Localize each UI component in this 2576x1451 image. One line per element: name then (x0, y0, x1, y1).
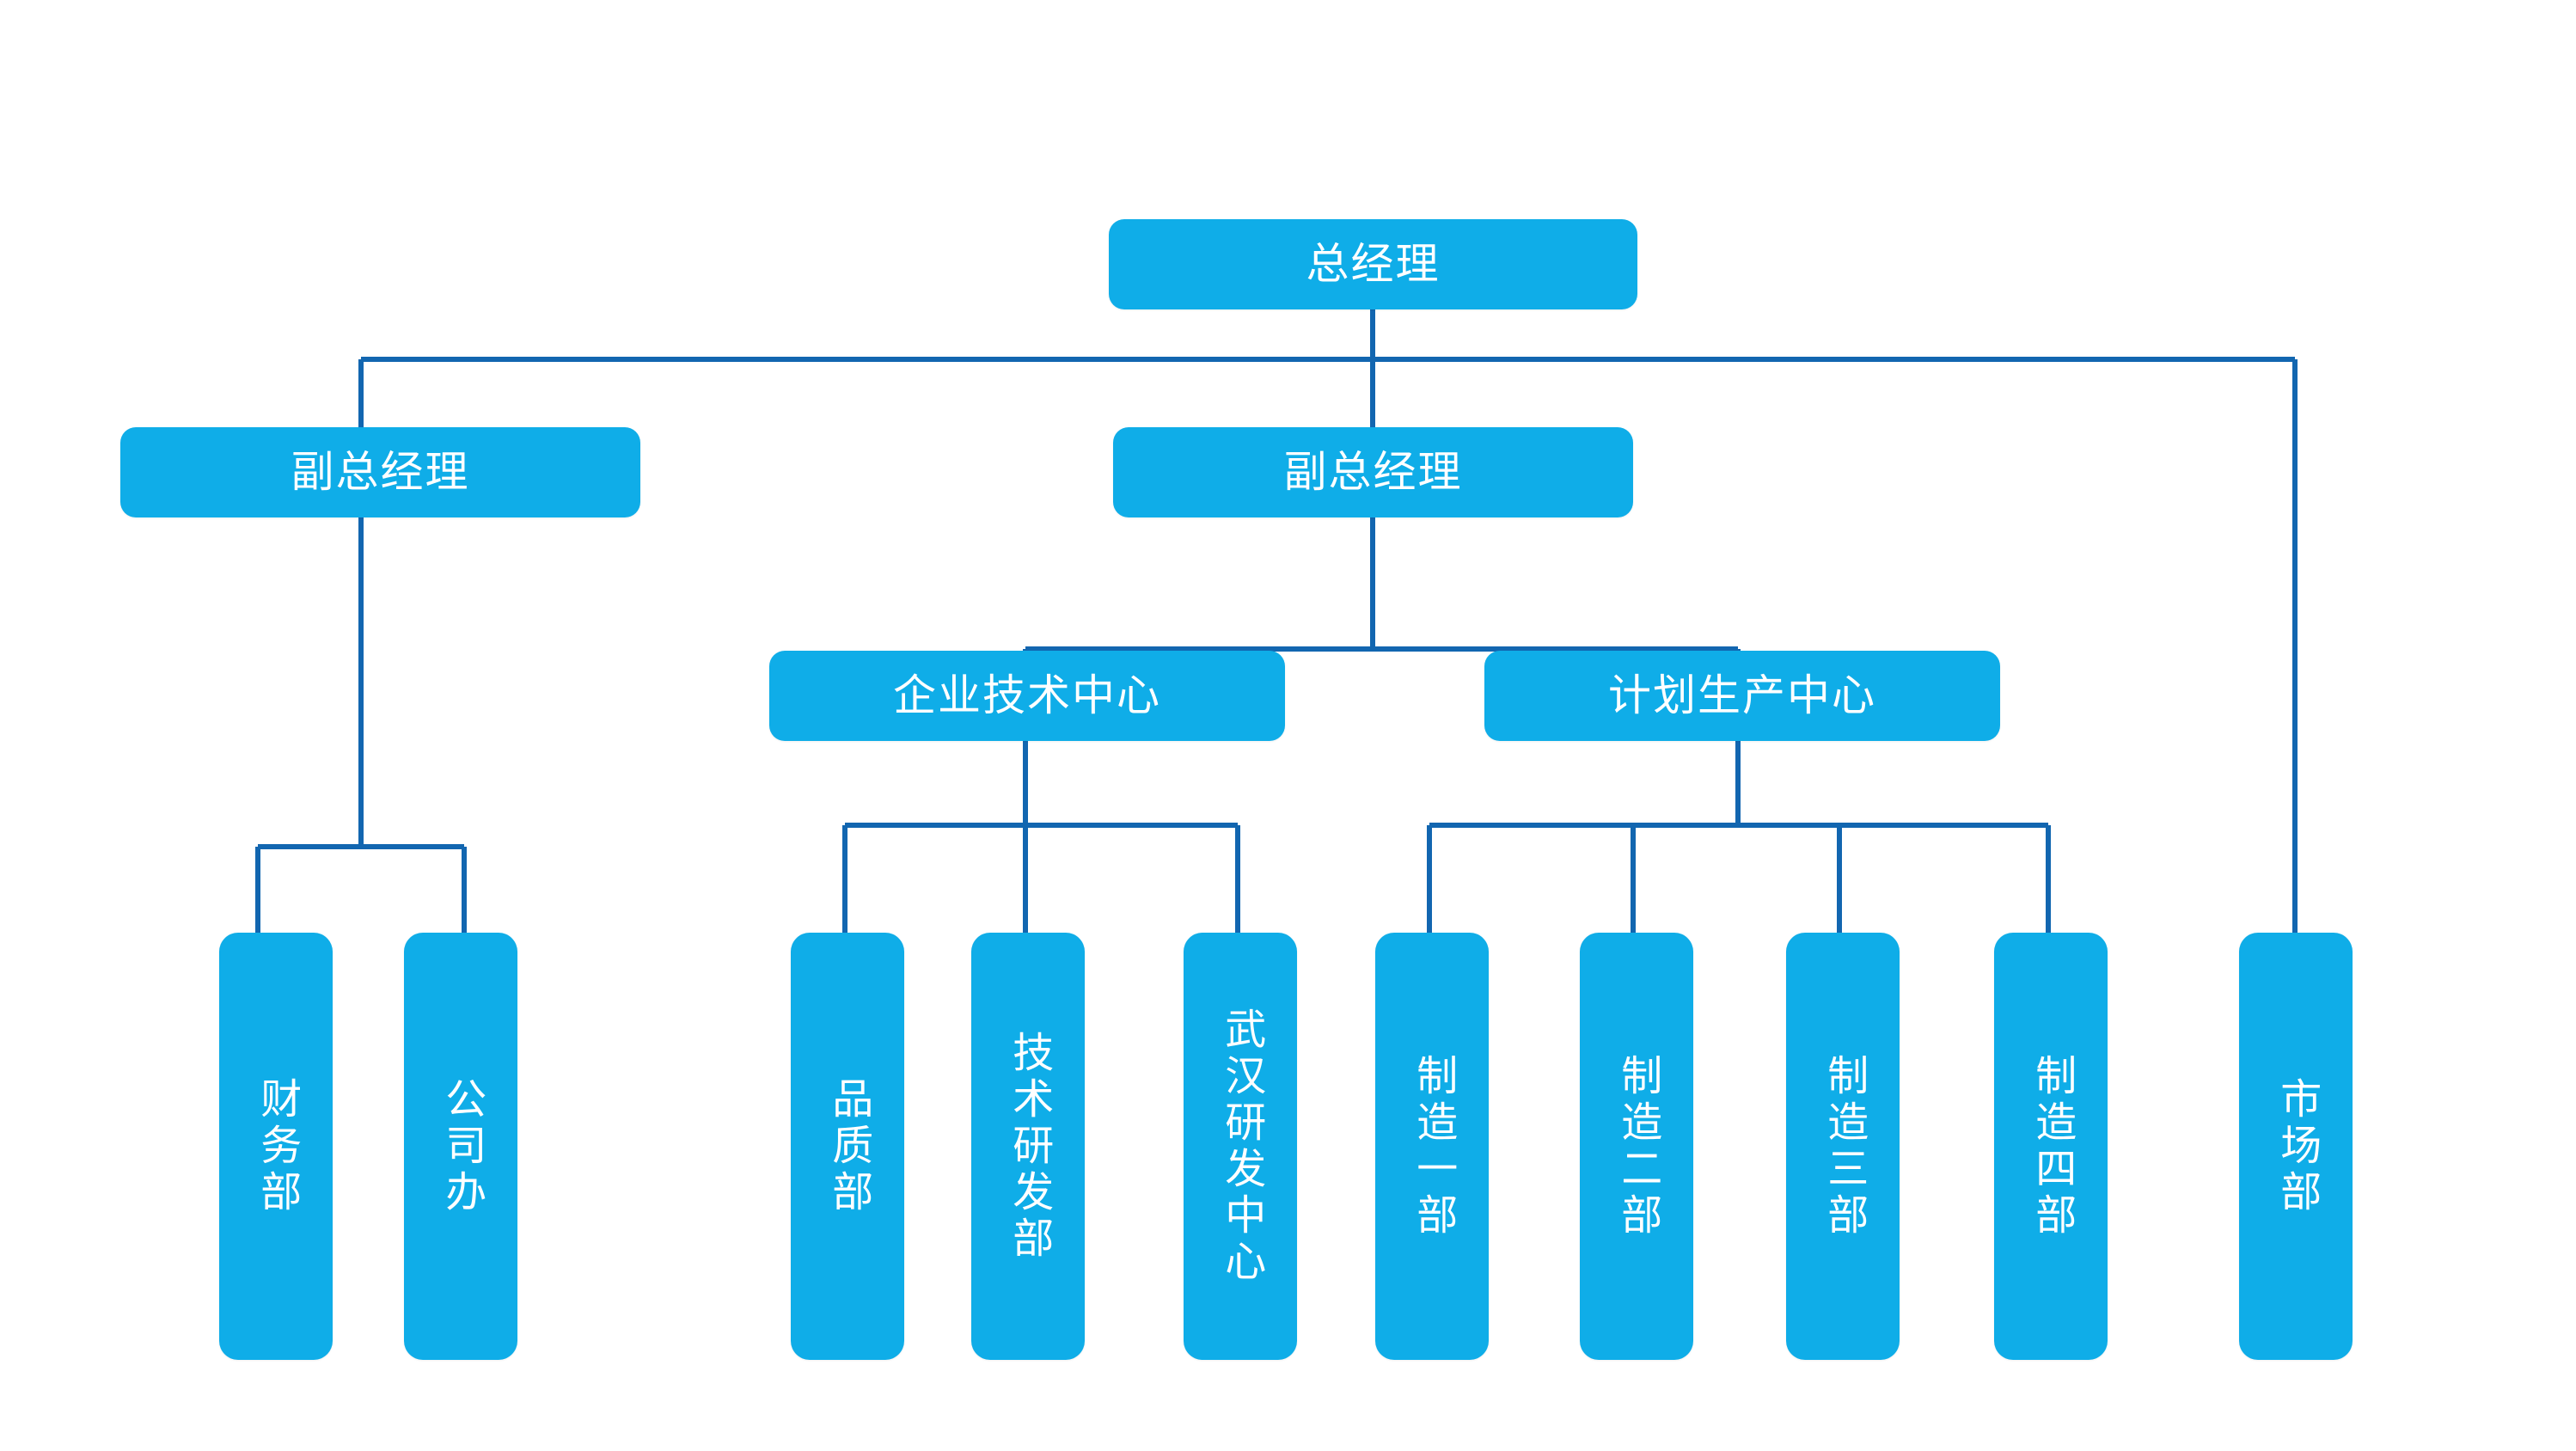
node-manufacturing-dept-4[interactable]: 制造四部 (1994, 933, 2108, 1360)
node-label-manufacturing-dept-3: 制造三部 (1820, 1053, 1867, 1240)
node-general-manager[interactable]: 总经理 (1109, 219, 1637, 309)
node-manufacturing-dept-3[interactable]: 制造三部 (1786, 933, 1900, 1360)
node-label-finance-department: 财务部 (254, 1076, 300, 1216)
node-enterprise-technology-center[interactable]: 企业技术中心 (769, 651, 1285, 741)
node-label-company-office: 公司办 (438, 1076, 485, 1216)
node-label-deputy-general-manager-center: 副总经理 (1283, 448, 1463, 496)
node-wuhan-rnd-center[interactable]: 武汉研发中心 (1184, 933, 1297, 1360)
node-company-office[interactable]: 公司办 (404, 933, 517, 1360)
node-market-department[interactable]: 市场部 (2239, 933, 2353, 1360)
node-label-manufacturing-dept-4: 制造四部 (2028, 1053, 2075, 1240)
node-label-wuhan-rnd-center: 武汉研发中心 (1218, 1007, 1264, 1286)
node-label-quality-department: 品质部 (825, 1076, 872, 1216)
node-deputy-general-manager-left[interactable]: 副总经理 (120, 427, 640, 517)
node-label-market-department: 市场部 (2273, 1076, 2320, 1216)
node-technology-rnd-department[interactable]: 技术研发部 (971, 933, 1085, 1360)
node-label-manufacturing-dept-2: 制造二部 (1614, 1053, 1661, 1240)
node-planning-production-center[interactable]: 计划生产中心 (1484, 651, 2000, 741)
node-manufacturing-dept-1[interactable]: 制造一部 (1375, 933, 1489, 1360)
node-label-technology-rnd-department: 技术研发部 (1006, 1030, 1052, 1263)
node-label-deputy-general-manager-left: 副总经理 (291, 448, 470, 496)
node-quality-department[interactable]: 品质部 (791, 933, 904, 1360)
node-deputy-general-manager-center[interactable]: 副总经理 (1113, 427, 1633, 517)
node-label-manufacturing-dept-1: 制造一部 (1410, 1053, 1456, 1240)
node-finance-department[interactable]: 财务部 (219, 933, 333, 1360)
node-manufacturing-dept-2[interactable]: 制造二部 (1580, 933, 1693, 1360)
node-label-enterprise-technology-center: 企业技术中心 (893, 671, 1161, 719)
node-label-planning-production-center: 计划生产中心 (1608, 671, 1876, 719)
node-label-general-manager: 总经理 (1306, 240, 1441, 288)
